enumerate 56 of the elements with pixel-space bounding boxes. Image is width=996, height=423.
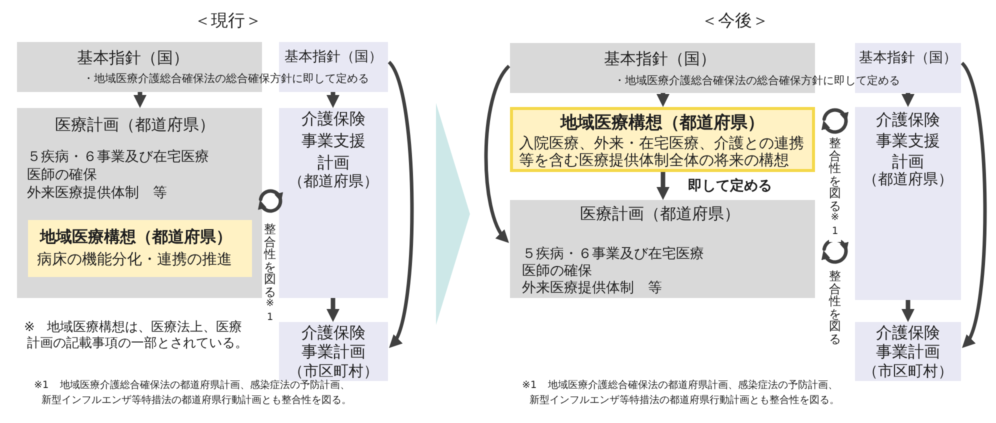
heading-text: （市区町村） [863, 362, 953, 380]
cycle-arrows [258, 189, 283, 213]
arrow [656, 172, 670, 200]
heading-text: 医療計画（都道府県） [55, 115, 215, 134]
heading-text: 介護保険事業計画 [300, 323, 366, 361]
vision-box [510, 107, 815, 172]
heading-text: 地域医療構想（都道府県） [560, 113, 764, 134]
arrow [134, 92, 146, 108]
arrow [326, 298, 340, 322]
heading-text: 基本指針（国） [859, 50, 957, 67]
note-text: ※ 地域医療構想は、医療法上、医療計画の記載事項の一部とされている。 [24, 320, 249, 352]
section-heading: ＜今後＞ [701, 11, 769, 32]
curved-arrow [960, 62, 987, 349]
curved-arrow [388, 61, 414, 349]
plan-box [17, 108, 262, 298]
body-text: 入院医療、外来・在宅医療、介護との連携等を含む医療提供体制全体の将来の構想 [519, 135, 805, 168]
item-text: ５疾病・６事業及び在宅医療 [522, 246, 704, 263]
item-text: 外来医療提供体制 等 [27, 185, 167, 202]
transition-triangle [436, 103, 470, 325]
arrow [902, 300, 914, 322]
policy-box [855, 43, 961, 93]
plan-box [855, 107, 961, 300]
footnote-text: ※1 地域医療介護総合確保法の都道府県計画、感染症法の予防計画、新型インフルエンザ等特措法の都道府県行動計画とも整合性を図る。 [522, 378, 840, 408]
heading-text: （都道府県） [863, 170, 953, 188]
heading-text: 介護保険事業計画 [875, 323, 941, 361]
heading-text: 基本指針（国） [77, 48, 189, 68]
heading-text: 地域医療構想（都道府県） [40, 227, 232, 246]
item-text: 医師の確保 [27, 167, 97, 184]
footnote-text: ※1 地域医療介護総合確保法の都道府県計画、感染症法の予防計画、新型インフルエンザ等特措法の都道府県行動計画とも整合性を図る。 [34, 379, 352, 408]
heading-text: （都道府県） [288, 172, 378, 190]
arrow [902, 93, 914, 107]
cycle-arrows [822, 238, 848, 264]
plan-box [279, 322, 388, 381]
cycle-arrows [822, 108, 848, 134]
edge-label: 整合性を図る [829, 270, 841, 346]
vision-box [28, 220, 252, 277]
heading-text: 介護保険事業支援計画 [300, 108, 366, 173]
arrow [326, 92, 340, 108]
plan-box [510, 200, 815, 298]
item-text: ５疾病・６事業及び在宅医療 [27, 149, 209, 166]
plan-box [279, 108, 388, 298]
body-text: 病床の機能分化・連携の推進 [37, 250, 232, 268]
section-heading: ＜現行＞ [194, 11, 262, 32]
heading-text: 基本指針（国） [604, 49, 716, 68]
heading-text: （市区町村） [288, 362, 378, 380]
heading-text: 介護保険事業支援計画 [875, 109, 941, 171]
item-text: 医師の確保 [522, 263, 592, 280]
heading-text: 医療計画（都道府県） [580, 204, 740, 224]
plan-box [855, 322, 961, 381]
subtitle-text: ・地域医療介護総合確保法の総合確保方針に即して定める [614, 74, 900, 88]
curved-arrow [484, 64, 510, 244]
heading-text: 基本指針（国） [284, 49, 382, 66]
arrow [656, 93, 670, 107]
subtitle-text: ・地域医療介護総合確保法の総合確保方針に即して定める [83, 72, 369, 86]
edge-label: 即して定める [688, 178, 772, 195]
item-text: 外来医療提供体制 等 [522, 280, 662, 297]
